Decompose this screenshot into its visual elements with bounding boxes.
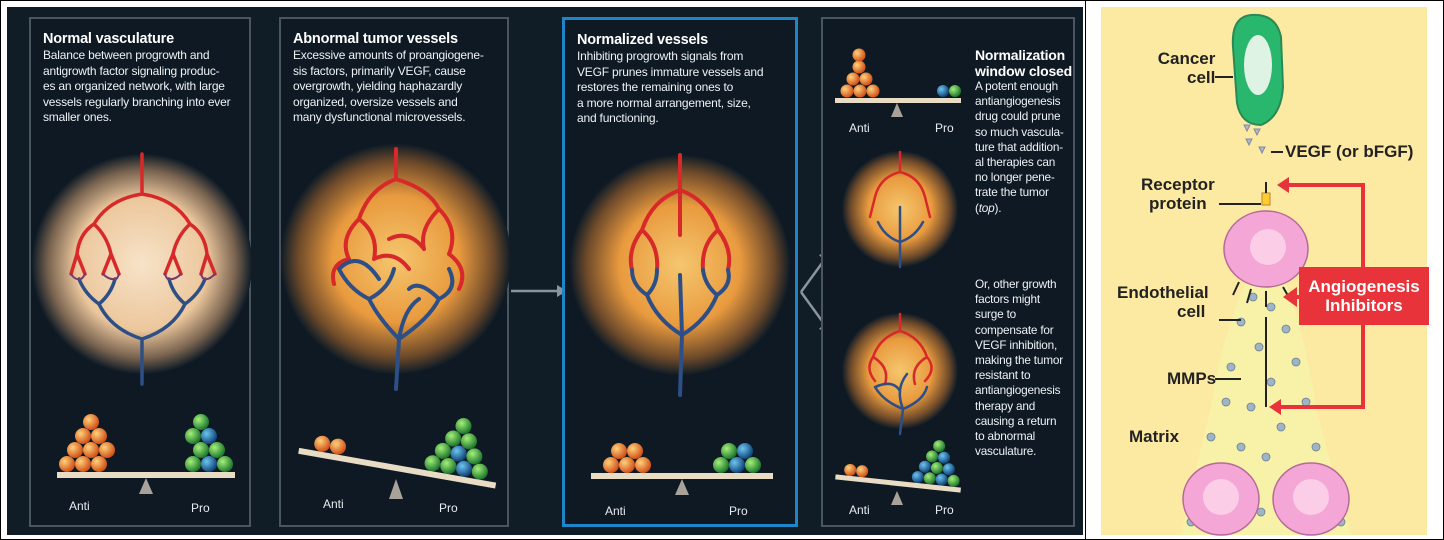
anti-balls bbox=[59, 414, 115, 472]
desc-line: antigrowth factor signaling produc- bbox=[43, 64, 230, 80]
text-line: to abnormal bbox=[975, 429, 1063, 444]
receptor-protein-label: Receptor protein bbox=[1141, 175, 1215, 213]
text-line: causing a return bbox=[975, 414, 1063, 429]
text-line: vasculature. bbox=[975, 444, 1063, 459]
arrow-right bbox=[511, 283, 567, 299]
desc-line: many dysfunctional microvessels. bbox=[293, 110, 484, 126]
label-line: Inhibitors bbox=[1299, 296, 1429, 315]
pro-label: Pro bbox=[729, 504, 748, 518]
text-line: A potent enough bbox=[975, 79, 1064, 94]
text-line: therapy and bbox=[975, 399, 1063, 414]
vegf-label: VEGF (or bFGF) bbox=[1285, 142, 1413, 161]
panel-title: Abnormal tumor vessels bbox=[293, 31, 458, 47]
label-line: cell bbox=[1117, 302, 1209, 321]
cancer-cell-label: Cancer cell bbox=[1157, 49, 1215, 87]
panel-normalization-window-closed: Anti Pro bbox=[821, 17, 1075, 527]
divider bbox=[1085, 1, 1086, 539]
label-line: cell bbox=[1157, 68, 1215, 87]
endothelial-cell-label: Endothelial cell bbox=[1117, 283, 1209, 321]
text-line: no longer pene- bbox=[975, 170, 1064, 185]
top-pro-label: Pro bbox=[935, 121, 954, 135]
pro-balls bbox=[185, 414, 233, 472]
top-balance bbox=[833, 47, 963, 117]
text-line: drug could prune bbox=[975, 109, 1064, 124]
panel-text-pruned: A potent enough antiangiogenesis drug co… bbox=[975, 79, 1064, 216]
desc-line: Inhibiting progrowth signals from bbox=[577, 49, 763, 65]
desc-line: smaller ones. bbox=[43, 110, 230, 126]
diagram-background: Cancer cell VEGF (or bFGF) Receptor prot… bbox=[1101, 7, 1427, 535]
panel-description: Balance between progrowth and antigrowth… bbox=[43, 48, 230, 126]
title-line: Normalization bbox=[975, 47, 1072, 63]
pro-balls bbox=[423, 413, 496, 481]
normalized-vessel-network bbox=[587, 155, 773, 395]
title-line: window closed bbox=[975, 63, 1072, 79]
pro-label: Pro bbox=[439, 501, 458, 515]
panel-title: Normalization window closed bbox=[975, 47, 1072, 79]
text-line: Or, other growth bbox=[975, 277, 1063, 292]
anti-label: Anti bbox=[69, 499, 90, 513]
label-line: Receptor bbox=[1141, 175, 1215, 194]
label-line: Endothelial bbox=[1117, 283, 1209, 302]
angiogenesis-pathway-diagram: Cancer cell VEGF (or bFGF) Receptor prot… bbox=[1087, 7, 1439, 535]
text-line: making the tumor bbox=[975, 353, 1063, 368]
anti-label: Anti bbox=[605, 504, 626, 518]
text-line: VEGF inhibition, bbox=[975, 338, 1063, 353]
panel-normalized-vessels: Normalized vessels Inhibiting progrowth … bbox=[562, 17, 798, 527]
text-line: (top). bbox=[975, 201, 1064, 216]
text-line: resistant to bbox=[975, 368, 1063, 383]
text-line: ture that addition- bbox=[975, 140, 1064, 155]
label-line: Angiogenesis bbox=[1299, 277, 1429, 296]
text-line: al therapies can bbox=[975, 155, 1064, 170]
desc-line: restores the remaining ones to bbox=[577, 80, 763, 96]
desc-line: organized, oversize vessels and bbox=[293, 95, 484, 111]
pruned-vessel-network bbox=[845, 147, 955, 272]
text-line: so much vascula- bbox=[975, 125, 1064, 140]
top-anti-label: Anti bbox=[849, 121, 870, 135]
label-line: Cancer bbox=[1157, 49, 1215, 68]
desc-line: overgrowth, yielding haphazardly bbox=[293, 79, 484, 95]
panel-normal-vasculature: Normal vasculature Balance between progr… bbox=[29, 17, 251, 527]
text-line: surge to bbox=[975, 307, 1063, 322]
bottom-balance bbox=[833, 439, 963, 509]
pro-label: Pro bbox=[191, 501, 210, 515]
panel-text-resistance: Or, other growth factors might surge to … bbox=[975, 277, 1063, 459]
panel-title: Normal vasculature bbox=[43, 31, 174, 47]
panel-title: Normalized vessels bbox=[577, 32, 708, 48]
text-line: antiangiogenesis bbox=[975, 383, 1063, 398]
balance-scale bbox=[587, 405, 777, 495]
normal-vessel-network bbox=[49, 154, 235, 384]
tumor-vessel-network bbox=[299, 149, 493, 389]
desc-line: vessels regularly branching into ever bbox=[43, 95, 230, 111]
text-line: antiangiogenesis bbox=[975, 94, 1064, 109]
desc-line: sis factors, primarily VEGF, cause bbox=[293, 64, 484, 80]
regrown-vessel-network bbox=[845, 309, 955, 439]
matrix-label: Matrix bbox=[1129, 427, 1179, 446]
text-line: factors might bbox=[975, 292, 1063, 307]
panel-description: Inhibiting progrowth signals from VEGF p… bbox=[577, 49, 763, 127]
balance-scale bbox=[53, 404, 239, 494]
desc-line: es an organized network, with large bbox=[43, 79, 230, 95]
desc-line: VEGF prunes immature vessels and bbox=[577, 65, 763, 81]
bottom-pro-label: Pro bbox=[935, 503, 954, 517]
desc-line: Excessive amounts of proangiogene- bbox=[293, 48, 484, 64]
desc-line: and functioning. bbox=[577, 111, 763, 127]
vascular-normalization-illustration: Normal vasculature Balance between progr… bbox=[7, 7, 1083, 535]
text-line: trate the tumor bbox=[975, 185, 1064, 200]
bottom-anti-label: Anti bbox=[849, 503, 870, 517]
balance-scale-tilted bbox=[291, 399, 501, 499]
label-line: protein bbox=[1141, 194, 1215, 213]
text-line: compensate for bbox=[975, 323, 1063, 338]
angiogenesis-inhibitors-label: Angiogenesis Inhibitors bbox=[1299, 267, 1429, 325]
desc-line: Balance between progrowth and bbox=[43, 48, 230, 64]
anti-label: Anti bbox=[323, 497, 344, 511]
panel-abnormal-tumor-vessels: Abnormal tumor vessels Excessive amounts… bbox=[279, 17, 509, 527]
panel-description: Excessive amounts of proangiogene- sis f… bbox=[293, 48, 484, 126]
desc-line: a more normal arrangement, size, bbox=[577, 96, 763, 112]
mmps-label: MMPs bbox=[1167, 369, 1216, 388]
